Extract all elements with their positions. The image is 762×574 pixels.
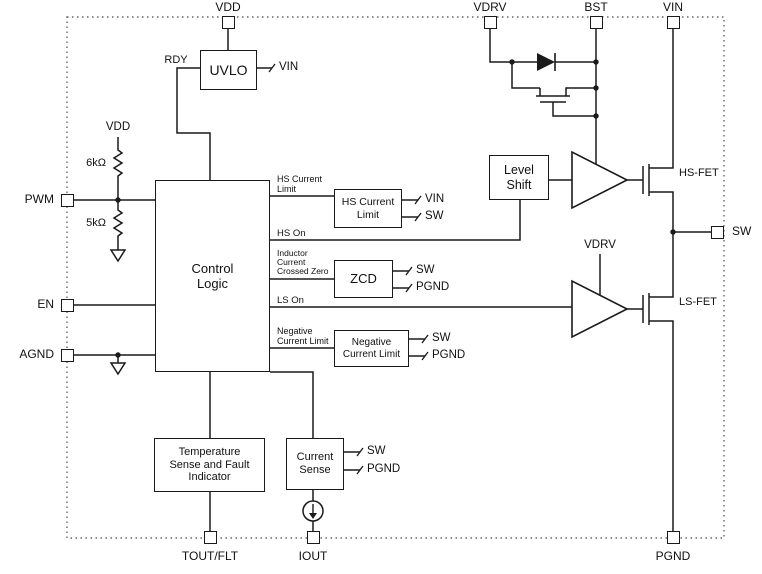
ls-gate-driver [571, 279, 629, 339]
block-temp-sense-label: Temperature Sense and Fault Indicator [169, 445, 250, 484]
label-hscl-vin: VIN [425, 193, 445, 205]
label-hs-on: HS On [277, 228, 306, 239]
pin-iout [306, 530, 320, 544]
pin-label-bst: BST [584, 0, 608, 14]
pin-label-vdd: VDD [215, 0, 241, 14]
block-current-sense: Current Sense [286, 438, 344, 490]
wire-lsfet-source-pgnd [649, 320, 674, 531]
label-cs-sw: SW [367, 445, 386, 457]
label-zcd-sw: SW [416, 264, 435, 276]
block-negative-current-limit-label: Negative Current Limit [342, 336, 401, 360]
block-current-sense-label: Current Sense [296, 451, 334, 476]
pin-label-agnd: AGND [19, 347, 54, 361]
label-uvlo-vin: VIN [279, 61, 299, 73]
pin-vin [666, 15, 680, 29]
hs-gate-driver [571, 150, 629, 210]
wire-rdy [176, 67, 211, 180]
wire-agnd [74, 354, 155, 363]
wire-vdd-resistor-divider [112, 137, 124, 250]
block-uvlo: UVLO [200, 50, 257, 90]
block-level-shift: Level Shift [489, 155, 549, 200]
block-hs-current-limit: HS Current Limit [334, 189, 402, 228]
label-resistor-6k: 6kΩ [86, 157, 106, 169]
label-ls-on: LS On [277, 295, 304, 306]
label-ncl-pgnd: PGND [432, 349, 466, 361]
block-zcd-label: ZCD [350, 271, 377, 287]
block-control-logic-label: Control Logic [191, 260, 234, 291]
ic-boundary [66, 16, 725, 539]
block-control-logic: Control Logic [155, 180, 270, 372]
wire-hs-on [270, 200, 521, 241]
label-hscl-sw: SW [425, 210, 444, 222]
pin-sw [711, 225, 724, 239]
pin-en [60, 298, 74, 312]
ground-symbol-divider [109, 249, 127, 263]
pin-pwm [60, 193, 74, 207]
pin-label-sw: SW [732, 224, 752, 238]
label-hs-current-limit-wire: HS Current Limit [277, 174, 323, 194]
block-negative-current-limit: Negative Current Limit [334, 330, 409, 367]
block-temp-sense: Temperature Sense and Fault Indicator [154, 438, 265, 492]
pin-vdd [221, 15, 235, 29]
pin-label-pgnd: PGND [655, 549, 691, 563]
label-cs-pgnd: PGND [367, 463, 401, 475]
junction-dots [115, 59, 676, 358]
pin-label-tout-flt: TOUT/FLT [181, 549, 239, 563]
bootstrap-diode [537, 53, 556, 71]
ground-symbol-agnd [109, 362, 127, 376]
wire-sw-lsfet-drain [649, 232, 674, 298]
pin-tout-flt [203, 530, 217, 544]
block-level-shift-label: Level Shift [504, 162, 534, 192]
label-ncl-sw: SW [432, 332, 451, 344]
wire-hsfet-source-sw [649, 191, 674, 232]
block-zcd: ZCD [334, 260, 393, 298]
label-negative-current-limit-wire: Negative Current Limit [277, 326, 329, 346]
wire-vin-hsfet-drain [649, 28, 674, 169]
current-source-symbol [302, 500, 324, 522]
label-inductor-zero: Inductor Current Crossed Zero [277, 248, 329, 276]
label-rdy: RDY [164, 54, 188, 66]
block-uvlo-label: UVLO [209, 61, 248, 78]
label-resistor-5k: 5kΩ [86, 217, 106, 229]
pin-agnd [60, 348, 74, 362]
label-vdrv-lsdriver: VDRV [584, 239, 616, 251]
block-hs-current-limit-label: HS Current Limit [341, 196, 395, 221]
pin-bst [589, 15, 603, 29]
wire-currentsense-top [270, 371, 314, 438]
pin-label-en: EN [37, 297, 54, 311]
pin-vdrv [483, 15, 497, 29]
pin-label-pwm: PWM [24, 192, 54, 206]
label-ls-fet: LS-FET [679, 296, 717, 308]
label-hs-fet: HS-FET [679, 167, 719, 179]
pin-label-vdrv: VDRV [473, 0, 507, 14]
pin-label-iout: IOUT [298, 549, 328, 563]
pin-label-vin: VIN [662, 0, 683, 14]
wire-vdrv-bootstrap [489, 28, 537, 63]
connection-ticks [268, 63, 429, 475]
pin-pgnd [666, 530, 680, 544]
label-vdd-divider: VDD [105, 121, 131, 133]
bootstrap-fet [511, 62, 596, 117]
label-zcd-pgnd: PGND [416, 281, 450, 293]
